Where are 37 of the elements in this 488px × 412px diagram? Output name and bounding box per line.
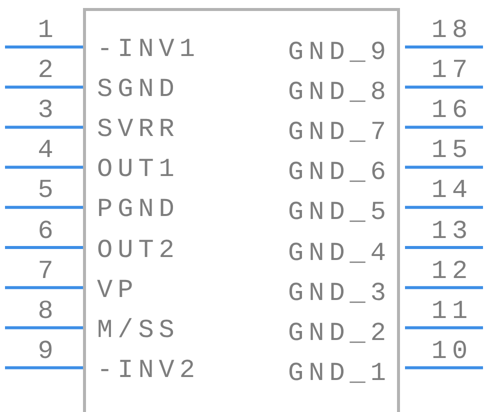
pin-number: 10 [431, 338, 473, 364]
pin-number: 17 [431, 57, 473, 84]
pin-number: 5 [38, 177, 58, 204]
pin-number: 9 [38, 338, 58, 364]
pin-name: SVRR [97, 116, 180, 142]
pin-number: 2 [38, 57, 58, 84]
pin-name: -INV1 [97, 36, 200, 62]
pin-name: GND_1 [288, 360, 391, 386]
pin-number: 16 [431, 97, 473, 124]
pin-name: GND_3 [288, 280, 391, 306]
pin-number: 15 [431, 137, 473, 164]
pin-number: 13 [431, 218, 473, 244]
pin-name: M/SS [97, 316, 180, 343]
pin-number: 11 [431, 298, 473, 324]
pin-number: 1 [38, 17, 58, 43]
pin-name: GND_8 [288, 79, 391, 106]
ic-body [83, 8, 400, 412]
pin-name: OUT2 [97, 236, 180, 262]
pin-name: VP [97, 276, 138, 303]
pin-number: 6 [38, 218, 58, 244]
pin-name: -INV2 [97, 356, 200, 383]
pin-number: 4 [38, 137, 58, 164]
pin-name: GND_9 [288, 39, 391, 65]
pin-name: GND_5 [288, 199, 391, 226]
pin-number: 18 [431, 17, 473, 43]
pin-number: 8 [38, 298, 58, 324]
pin-name: SGND [97, 76, 180, 102]
pin-name: GND_2 [288, 320, 391, 346]
pin-number: 12 [431, 258, 473, 284]
pin-number: 7 [38, 258, 58, 284]
pin-number: 14 [431, 177, 473, 204]
pin-name: GND_6 [288, 159, 391, 186]
pin-name: GND_4 [288, 240, 391, 266]
pin-name: OUT1 [97, 156, 180, 182]
pin-name: PGND [97, 196, 180, 222]
pin-number: 3 [38, 97, 58, 124]
pin-name: GND_7 [288, 119, 391, 146]
